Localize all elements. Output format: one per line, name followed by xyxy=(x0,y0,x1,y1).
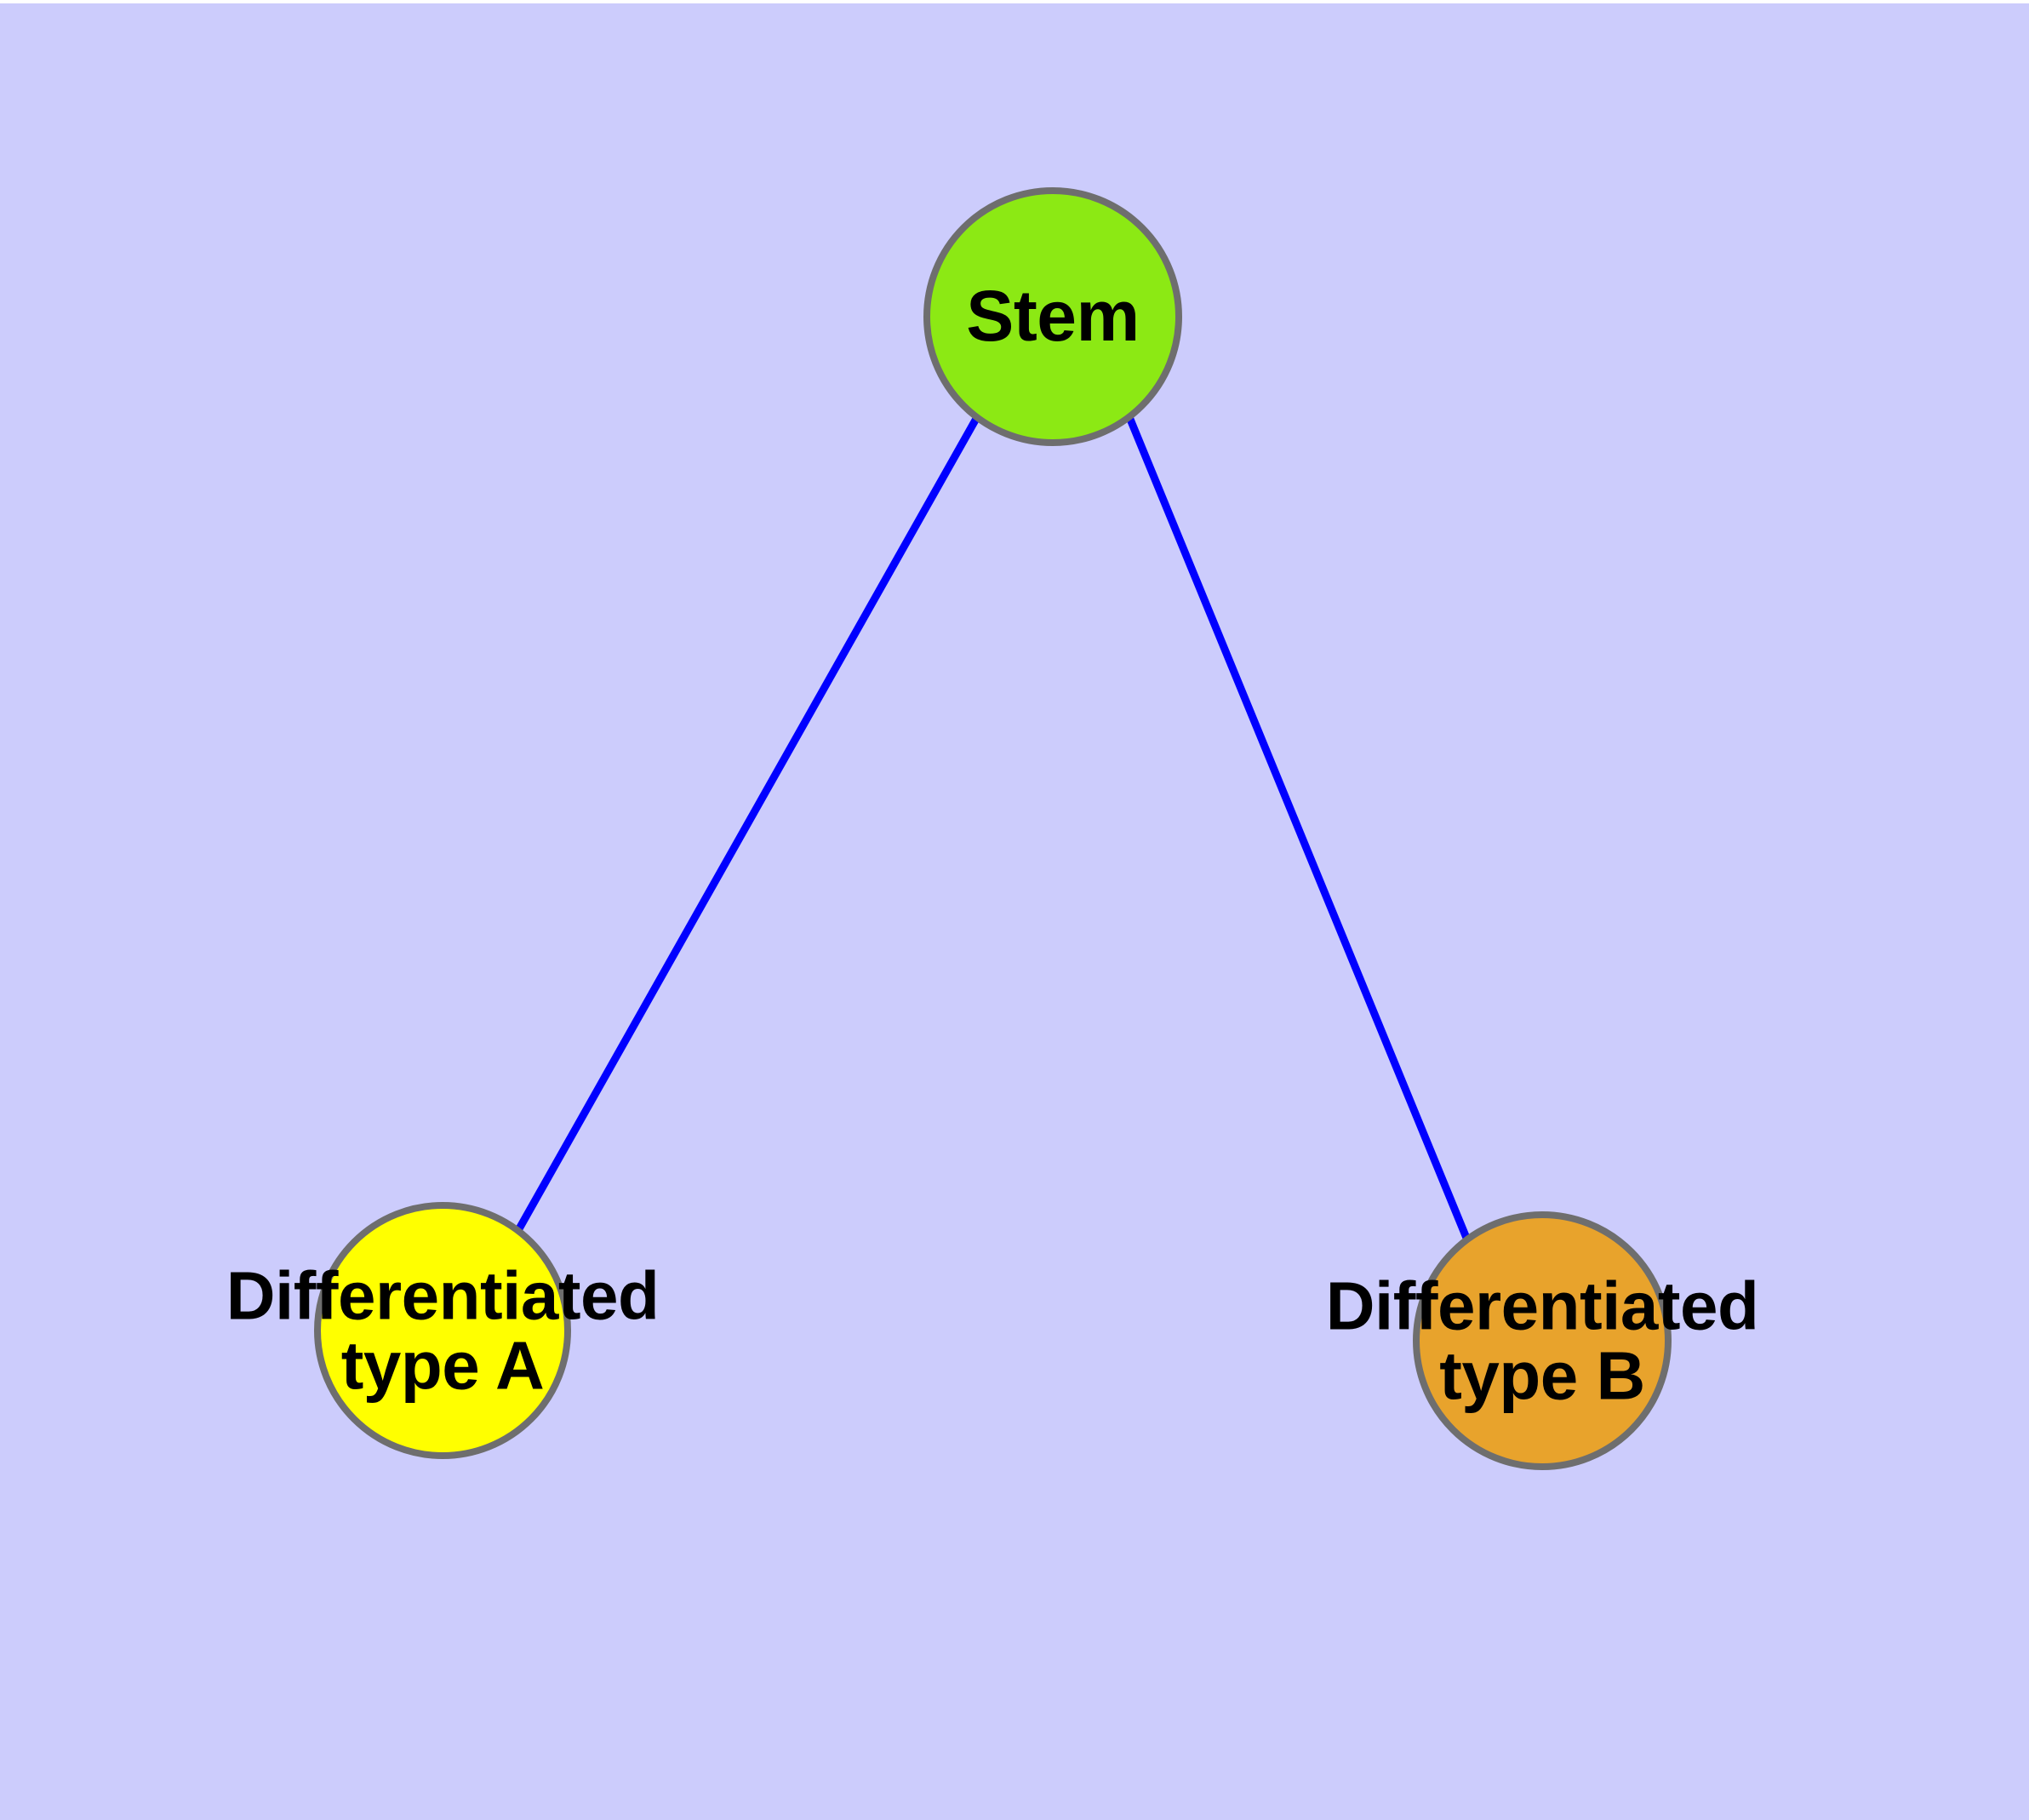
edge-stem-to-diff-a xyxy=(513,413,981,1236)
top-white-strip xyxy=(0,0,2029,3)
node-circle-diff-a[interactable] xyxy=(314,1202,571,1459)
node-circle-diff-b[interactable] xyxy=(1413,1211,1672,1470)
node-circle-stem[interactable] xyxy=(923,187,1182,446)
edge-stem-to-diff-b xyxy=(1125,413,1472,1246)
node-layer xyxy=(314,187,1672,1470)
edge-layer xyxy=(513,413,1472,1246)
